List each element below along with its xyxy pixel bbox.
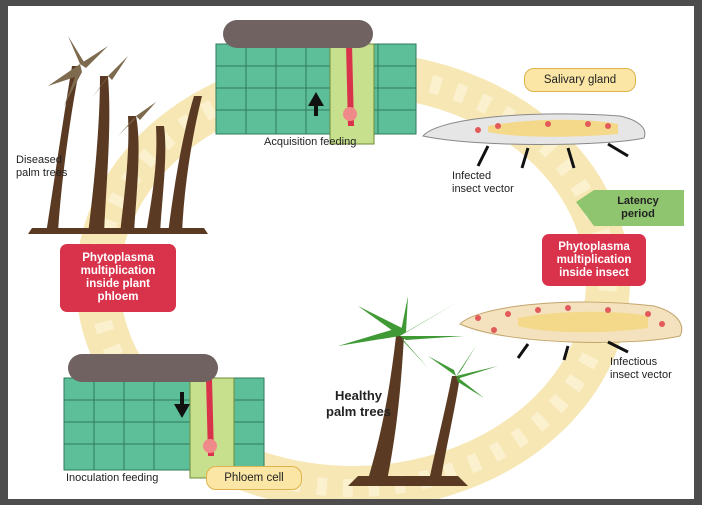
- inoculation-feeding-label: Inoculation feeding: [66, 472, 158, 485]
- acquisition-leaf-tissue: [216, 20, 416, 144]
- infected-insect-vector-label: Infected insect vector: [452, 170, 514, 196]
- infectious-insect-vector-label: Infectious insect vector: [610, 356, 672, 382]
- diseased-palm-trees-label: Diseased palm trees: [16, 154, 67, 180]
- salivary-gland-label: Salivary gland: [524, 68, 636, 92]
- phloem-cell-label: Phloem cell: [206, 466, 302, 490]
- healthy-palm-trees-label: Healthy palm trees: [326, 388, 391, 420]
- latency-period-label: Latency period: [592, 190, 684, 226]
- diagram-canvas: Diseased palm trees Acquisition feeding …: [8, 6, 694, 499]
- multiplication-inside-insect-label: Phytoplasma multiplication inside insect: [542, 234, 646, 286]
- inoculation-leaf-tissue: [64, 354, 264, 478]
- multiplication-inside-plant-label: Phytoplasma multiplication inside plant …: [60, 244, 176, 312]
- acquisition-feeding-label: Acquisition feeding: [264, 136, 356, 149]
